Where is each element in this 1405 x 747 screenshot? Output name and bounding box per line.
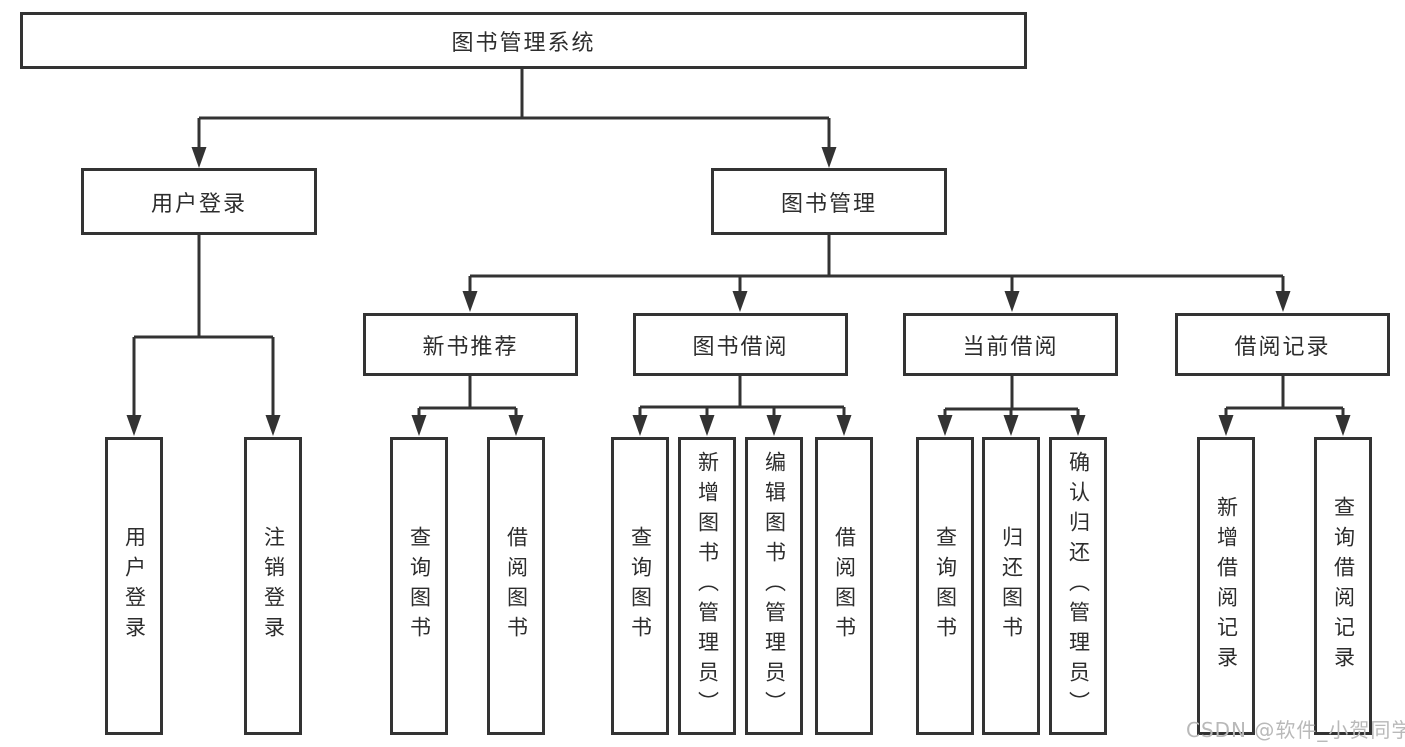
node-user-login: 用户登录 — [81, 168, 317, 235]
node-new-book-recommend: 新书推荐 — [363, 313, 578, 376]
node-root: 图书管理系统 — [20, 12, 1027, 69]
leaf-query-books: 查询图书 — [390, 437, 448, 735]
leaf-borrow-books: 借阅图书 — [815, 437, 873, 735]
leaf-add-borrow-record: 新增借阅记录 — [1197, 437, 1255, 735]
node-book-borrowing: 图书借阅 — [633, 313, 848, 376]
node-book-management: 图书管理 — [711, 168, 947, 235]
leaf-edit-books-admin: 编辑图书（管理员） — [745, 437, 803, 735]
leaf-query-books: 查询图书 — [611, 437, 669, 735]
leaf-query-borrow-record: 查询借阅记录 — [1314, 437, 1372, 735]
csdn-watermark: CSDN @软件_小贺同学 — [1186, 718, 1405, 742]
leaf-logout: 注销登录 — [244, 437, 302, 735]
leaf-user-login: 用户登录 — [105, 437, 163, 735]
leaf-query-books: 查询图书 — [916, 437, 974, 735]
leaf-return-books: 归还图书 — [982, 437, 1040, 735]
leaf-confirm-return-admin: 确认归还（管理员） — [1049, 437, 1107, 735]
leaf-borrow-books: 借阅图书 — [487, 437, 545, 735]
node-borrowing-records: 借阅记录 — [1175, 313, 1390, 376]
node-current-borrowing: 当前借阅 — [903, 313, 1118, 376]
leaf-add-books-admin: 新增图书（管理员） — [678, 437, 736, 735]
